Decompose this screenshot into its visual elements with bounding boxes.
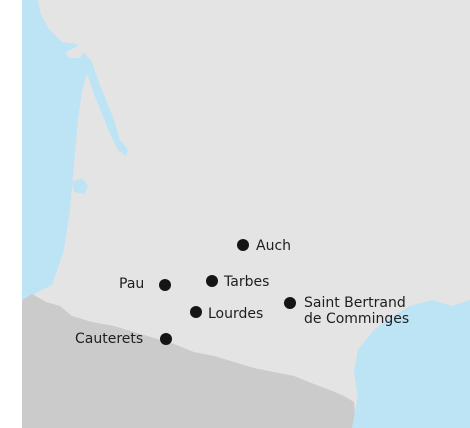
- city-label-tarbes: Tarbes: [224, 274, 270, 290]
- city-label-saint-bertrand: Saint Bertrand de Comminges: [304, 295, 444, 327]
- city-dot-tarbes: [206, 275, 218, 287]
- city-dot-auch: [237, 239, 249, 251]
- city-label-pau: Pau: [119, 276, 145, 292]
- mountain-area: [22, 294, 356, 428]
- city-dot-saint-bertrand: [284, 297, 296, 309]
- land-area: [22, 0, 470, 428]
- island: [66, 46, 86, 58]
- city-dot-pau: [159, 279, 171, 291]
- estuary: [62, 42, 128, 156]
- city-label-lourdes: Lourdes: [208, 306, 264, 322]
- city-dot-cauterets: [160, 333, 172, 345]
- city-label-saint-bertrand-line2: de Comminges: [304, 311, 410, 327]
- map-background: [22, 0, 470, 428]
- city-label-auch: Auch: [256, 238, 292, 254]
- arcachon-basin: [72, 178, 88, 194]
- mediterranean-sea: [352, 300, 470, 428]
- city-label-saint-bertrand-line1: Saint Bertrand: [304, 295, 406, 311]
- city-dot-lourdes: [190, 306, 202, 318]
- map: [22, 0, 470, 428]
- city-label-cauterets: Cauterets: [75, 331, 144, 347]
